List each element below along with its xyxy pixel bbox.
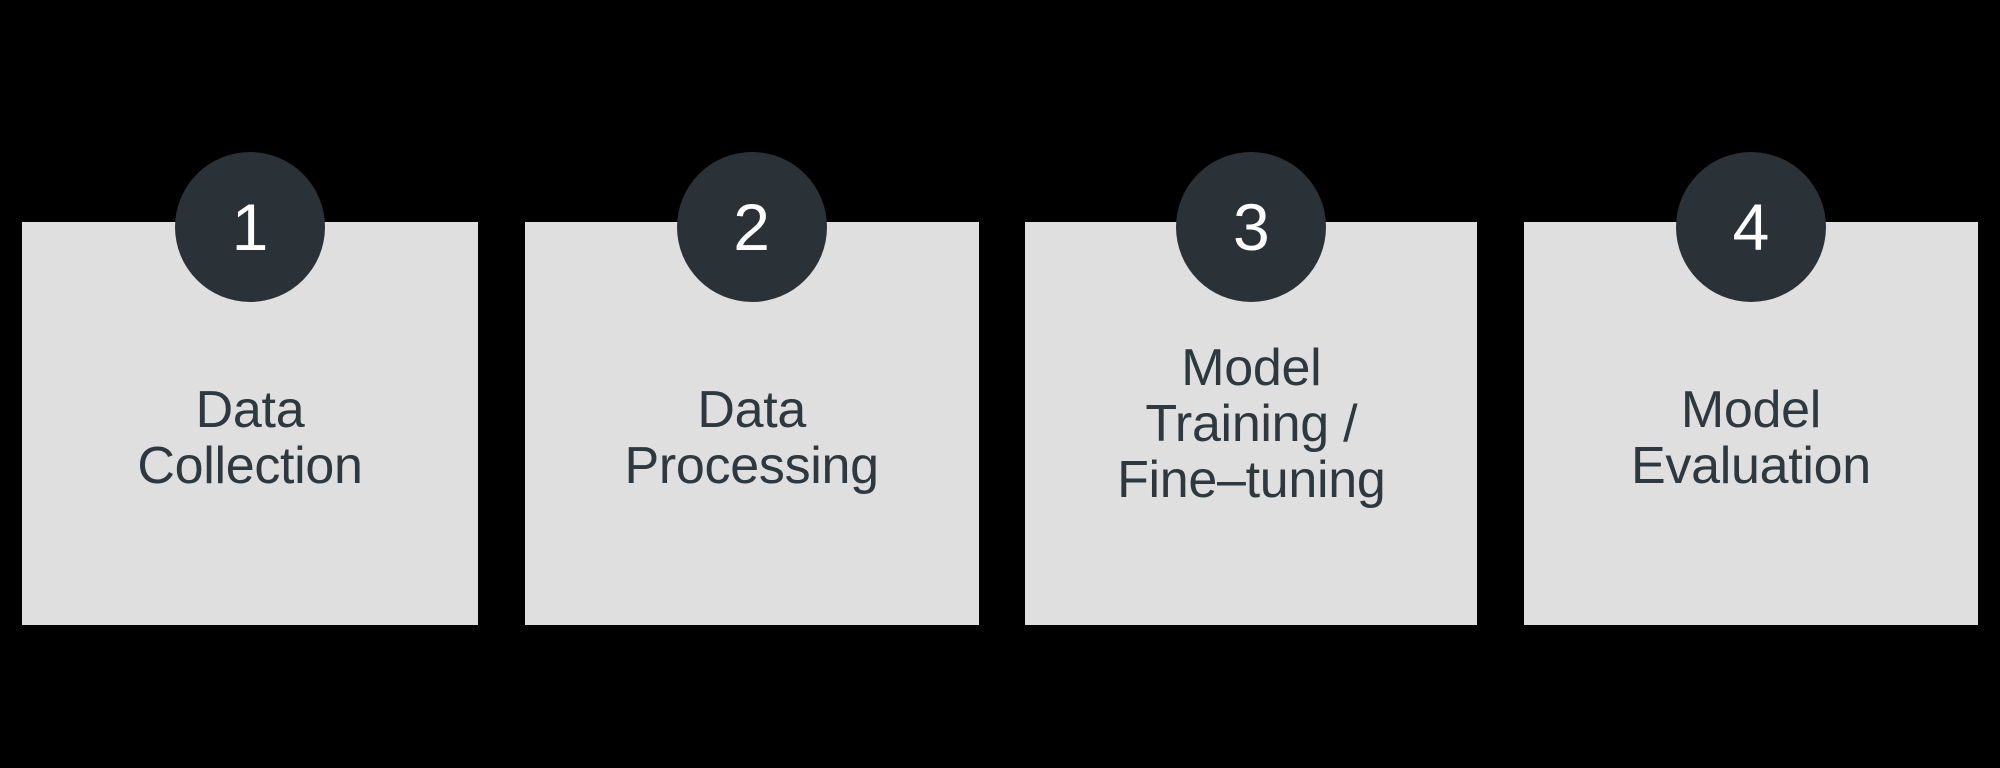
- step-card-model-training-fine-tuning[interactable]: Model Training / Fine–tuning: [1025, 222, 1478, 625]
- step-label-4: Model Evaluation: [1631, 381, 1871, 496]
- step-label-1: Data Collection: [137, 381, 363, 496]
- step-badge-3[interactable]: 3: [1176, 152, 1327, 302]
- step-badge-number-3: 3: [1232, 190, 1270, 264]
- step-label-3: Model Training / Fine–tuning: [1117, 339, 1386, 510]
- step-badge-number-4: 4: [1732, 190, 1770, 264]
- step-label-2: Data Processing: [624, 381, 880, 496]
- step-badge-2[interactable]: 2: [676, 152, 827, 302]
- step-badge-1[interactable]: 1: [175, 152, 325, 302]
- step-badge-number-1: 1: [231, 190, 269, 264]
- step-badge-number-2: 2: [733, 190, 771, 264]
- pipeline-steps-row: Data Collection 1 Data Processing 2 Mode…: [22, 152, 1978, 625]
- pipeline-step-2[interactable]: Data Processing 2: [524, 152, 979, 625]
- step-badge-4[interactable]: 4: [1675, 152, 1826, 302]
- pipeline-step-1[interactable]: Data Collection 1: [22, 152, 478, 625]
- pipeline-step-4[interactable]: Model Evaluation 4: [1523, 152, 1978, 625]
- pipeline-step-3[interactable]: Model Training / Fine–tuning 3: [1025, 152, 1478, 625]
